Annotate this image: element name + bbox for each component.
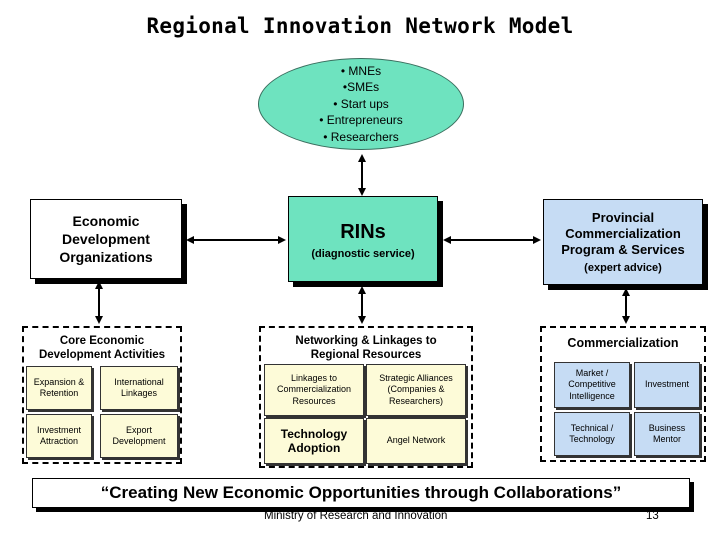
networking-cell: Angel Network xyxy=(366,418,466,464)
tagline-text: “Creating New Economic Opportunities thr… xyxy=(100,483,622,502)
networking-group-heading: Networking & Linkages to Regional Resour… xyxy=(261,334,471,362)
provincial-box: Provincial Commercialization Program & S… xyxy=(543,199,703,285)
provincial-line: Commercialization xyxy=(565,226,681,241)
page-title: Regional Innovation Network Model xyxy=(146,14,574,38)
commercialization-cell: Investment xyxy=(634,362,700,408)
commercialization-cell: Market / Competitive Intelligence xyxy=(554,362,630,408)
edo-box: Economic Development Organizations xyxy=(30,199,182,279)
provincial-subtitle: (expert advice) xyxy=(584,262,662,274)
tagline-banner: “Creating New Economic Opportunities thr… xyxy=(32,478,690,508)
networking-cell: Linkages to Commercialization Resources xyxy=(264,364,364,416)
stakeholder-item: •SMEs xyxy=(342,80,380,95)
stakeholder-item: • MNEs xyxy=(340,63,382,78)
core-cell: Export Development xyxy=(100,414,178,458)
edo-line: Development xyxy=(62,231,150,247)
rins-box: RINs (diagnostic service) xyxy=(288,196,438,282)
commercialization-cell: Technical / Technology xyxy=(554,412,630,456)
commercialization-group xyxy=(540,326,706,462)
core-cell: International Linkages xyxy=(100,366,178,410)
rins-title: RINs xyxy=(340,220,386,243)
commercialization-group-heading: Commercialization xyxy=(542,336,704,350)
edo-line: Organizations xyxy=(59,249,153,265)
stakeholder-item: • Researchers xyxy=(323,129,399,144)
core-cell: Expansion & Retention xyxy=(26,366,92,410)
core-heading-line: Development Activities xyxy=(38,349,166,361)
core-heading-line: Core Economic xyxy=(59,335,145,347)
commercialization-heading: Commercialization xyxy=(567,336,679,350)
networking-group xyxy=(259,326,473,468)
core-cell: Investment Attraction xyxy=(26,414,92,458)
provincial-line: Program & Services xyxy=(561,242,685,257)
provincial-line: Provincial xyxy=(591,210,655,225)
networking-cell: Strategic Alliances (Companies & Researc… xyxy=(366,364,466,416)
networking-cell: Technology Adoption xyxy=(264,418,364,464)
commercialization-cell: Business Mentor xyxy=(634,412,700,456)
core-group-heading: Core Economic Development Activities xyxy=(24,334,180,362)
stakeholder-list: • MNEs •SMEs • Start ups • Entrepreneurs… xyxy=(319,63,403,146)
stakeholders-ellipse: • MNEs •SMEs • Start ups • Entrepreneurs… xyxy=(258,58,464,150)
networking-heading-line: Regional Resources xyxy=(310,349,422,361)
edo-line: Economic xyxy=(72,213,140,229)
rins-subtitle: (diagnostic service) xyxy=(311,247,415,260)
footer-ministry: Ministry of Research and Innovation xyxy=(264,510,448,522)
networking-heading-line: Networking & Linkages to xyxy=(295,335,437,347)
stakeholder-item: • Start ups xyxy=(333,96,389,111)
core-group xyxy=(22,326,182,464)
page-number: 13 xyxy=(646,510,659,522)
stakeholder-item: • Entrepreneurs xyxy=(319,113,403,128)
